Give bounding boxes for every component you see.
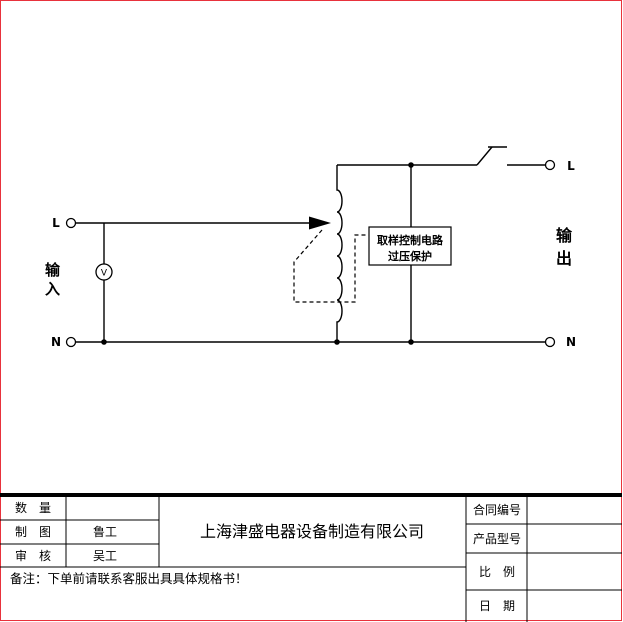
input-n-label: N	[51, 335, 61, 349]
voltmeter-symbol	[95, 263, 113, 281]
drawn-by-label: 制 图	[15, 525, 51, 539]
input-side-label: 输入	[43, 262, 61, 300]
reviewed-by-value: 吴工	[93, 549, 117, 563]
reviewed-by-label: 审 核	[15, 548, 51, 563]
output-l-terminal	[544, 159, 556, 171]
control-box	[368, 226, 452, 266]
control-box-line2: 过压保护	[388, 249, 432, 263]
title-block-top-rule	[0, 493, 622, 497]
junction-dot	[408, 339, 414, 345]
junction-dot	[101, 339, 107, 345]
switch-blade	[476, 146, 493, 166]
input-n-terminal	[65, 336, 77, 348]
output-l-label: L	[567, 159, 575, 173]
circuit-diagram: V 取样控	[51, 146, 576, 349]
title-block: 数 量 制 图 鲁工 审 核 吴工 上海津盛电器设备制造有限公司 备注：下单前请…	[0, 493, 622, 622]
company-name: 上海津盛电器设备制造有限公司	[200, 522, 424, 541]
remarks-note: 备注：下单前请联系客服出具具体规格书！	[10, 571, 248, 586]
output-n-label: N	[566, 335, 576, 349]
voltmeter-label: V	[101, 269, 108, 279]
quantity-label: 数 量	[15, 500, 51, 515]
input-l-label: L	[52, 216, 60, 230]
autotransformer-coil	[336, 165, 343, 342]
input-l-terminal	[65, 217, 77, 229]
voltmeter: V	[95, 223, 113, 345]
tap-arrowhead	[309, 216, 331, 230]
drawn-by-value: 鲁工	[93, 525, 117, 539]
date-label: 日 期	[479, 599, 515, 613]
output-switch	[476, 146, 546, 166]
product-model-label: 产品型号	[473, 532, 521, 546]
control-box-line1: 取样控制电路	[377, 233, 444, 247]
contract-number-label: 合同编号	[473, 502, 521, 517]
junction-dot	[334, 339, 340, 345]
output-n-terminal	[544, 336, 556, 348]
scale-label: 比 例	[479, 565, 515, 579]
control-link-dashed	[293, 229, 369, 303]
output-side-label: 输出	[553, 227, 572, 273]
